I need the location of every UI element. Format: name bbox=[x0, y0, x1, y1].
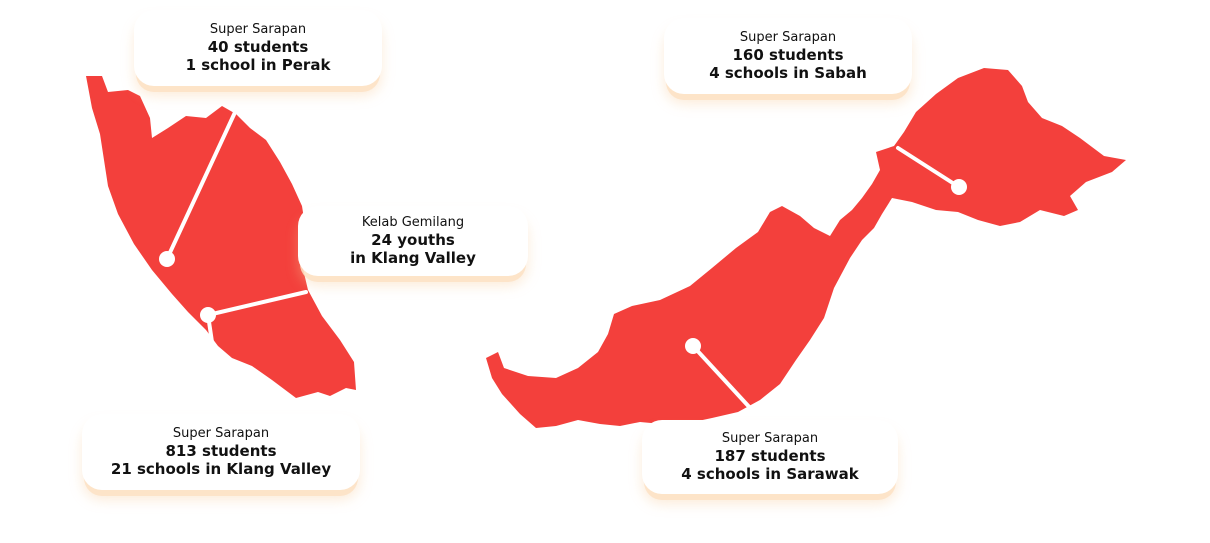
perak-connector-line bbox=[165, 106, 239, 261]
callout-count: 40 students bbox=[207, 38, 309, 56]
klang-valley-students-callout: Super Sarapan 813 students 21 schools in… bbox=[82, 414, 360, 490]
sarawak-marker[interactable] bbox=[685, 338, 701, 354]
sabah-callout: Super Sarapan 160 students 4 schools in … bbox=[664, 18, 912, 94]
callout-program: Super Sarapan bbox=[209, 22, 307, 37]
sarawak-callout: Super Sarapan 187 students 4 schools in … bbox=[642, 420, 898, 494]
sabah-marker[interactable] bbox=[951, 179, 967, 195]
klang-valley-youth-connector-line bbox=[206, 290, 308, 317]
peninsular-malaysia-region bbox=[86, 76, 356, 398]
klang-valley-marker[interactable] bbox=[200, 307, 216, 323]
connector-lines bbox=[165, 106, 961, 412]
callout-count: 24 youths bbox=[371, 231, 455, 249]
location-markers bbox=[159, 179, 967, 354]
callout-program: Super Sarapan bbox=[172, 426, 270, 441]
perak-marker[interactable] bbox=[159, 251, 175, 267]
callout-location: 21 schools in Klang Valley bbox=[110, 460, 332, 478]
callout-program: Kelab Gemilang bbox=[361, 215, 465, 230]
sarawak-connector-line bbox=[691, 344, 754, 412]
sabah-connector-line bbox=[896, 146, 961, 189]
callout-location: 4 schools in Sabah bbox=[709, 64, 867, 82]
callout-location: 4 schools in Sarawak bbox=[681, 465, 859, 483]
callout-count: 187 students bbox=[714, 447, 826, 465]
callout-count: 813 students bbox=[165, 442, 277, 460]
callout-program: Super Sarapan bbox=[721, 431, 819, 446]
klang-valley-youth-callout: Kelab Gemilang 24 youths in Klang Valley bbox=[298, 206, 528, 276]
callout-count: 160 students bbox=[732, 46, 844, 64]
east-malaysia-region bbox=[486, 68, 1126, 428]
callout-location: in Klang Valley bbox=[350, 249, 476, 267]
callout-program: Super Sarapan bbox=[739, 30, 837, 45]
perak-callout: Super Sarapan 40 students 1 school in Pe… bbox=[134, 10, 382, 86]
callout-location: 1 school in Perak bbox=[185, 56, 331, 74]
